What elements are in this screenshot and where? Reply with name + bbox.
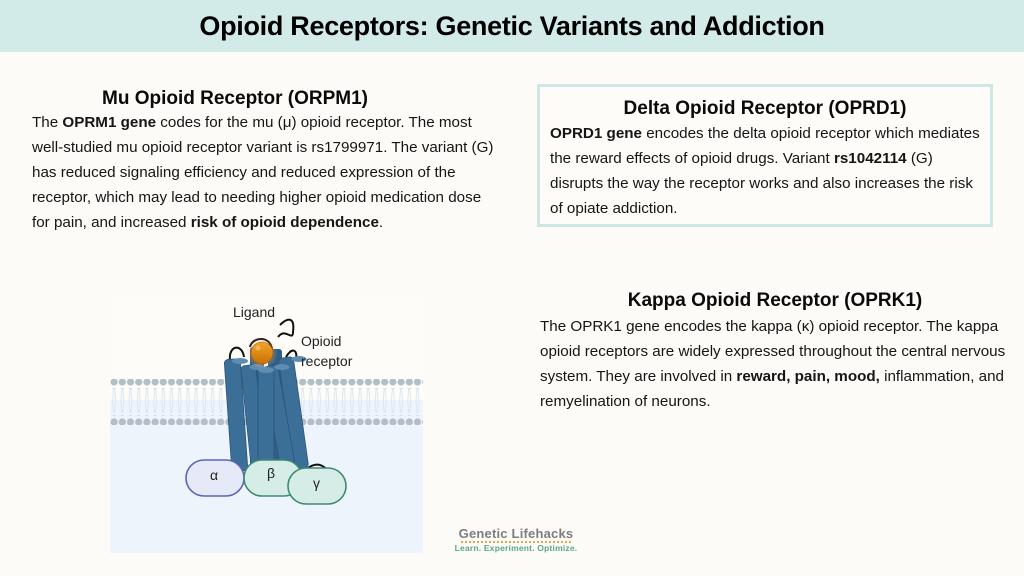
alpha-subunit-label: α — [210, 467, 219, 483]
text-segment: The — [32, 114, 63, 131]
delta-section-title: Delta Opioid Receptor (OPRD1) — [623, 98, 907, 119]
emphasized-text: risk of opioid dependence — [190, 214, 379, 231]
text-segment: The OPRK1 gene encodes the kappa (κ) opi… — [540, 318, 1006, 385]
genetic-lifehacks-logo: Genetic Lifehacks Learn. Experiment. Opt… — [446, 526, 586, 553]
title-banner: Opioid Receptors: Genetic Variants and A… — [0, 0, 1024, 52]
emphasized-text: rs1042114 — [833, 150, 907, 167]
logo-name: Genetic Lifehacks — [458, 526, 574, 541]
receptor-diagram-icon — [110, 318, 423, 553]
emphasized-text: reward, pain, mood, — [736, 368, 880, 385]
text-segment: . — [378, 214, 384, 231]
delta-description: OPRD1 gene encodes the delta opioid rece… — [550, 121, 980, 221]
text-segment: (G) disrupts the way the receptor works … — [550, 150, 973, 217]
logo-tagline: Learn. Experiment. Optimize. — [454, 543, 578, 553]
text-segment: inflammation, and remyelination of neuro… — [540, 368, 1004, 410]
ligand-label: Ligand — [233, 304, 276, 320]
emphasized-text: OPRM1 gene — [62, 114, 157, 131]
delta-receptor-card: Delta Opioid Receptor (OPRD1) OPRD1 gene… — [537, 84, 993, 227]
mu-description: The OPRM1 gene codes for the mu (μ) opio… — [32, 110, 502, 235]
opioid-receptor-illustration: Ligand Opioid receptor α β γ — [110, 297, 423, 553]
emphasized-text: OPRD1 gene — [550, 125, 642, 142]
kappa-receptor-section: Kappa Opioid Receptor (OPRK1) The OPRK1 … — [540, 290, 1010, 414]
mu-section-title: Mu Opioid Receptor (ORPM1) — [102, 88, 368, 109]
gamma-subunit-label: γ — [313, 475, 320, 491]
mu-receptor-section: Mu Opioid Receptor (ORPM1) The OPRM1 gen… — [32, 88, 502, 235]
text-segment: codes for the mu (μ) opioid receptor. Th… — [32, 114, 494, 231]
kappa-section-title: Kappa Opioid Receptor (OPRK1) — [627, 290, 923, 311]
opioid-label: Opioid — [301, 333, 342, 349]
logo-dots-divider — [461, 541, 571, 543]
beta-subunit-label: β — [267, 465, 276, 481]
text-segment: encodes the delta opioid receptor which … — [550, 125, 980, 167]
receptor-label: receptor — [301, 353, 353, 369]
page-title: Opioid Receptors: Genetic Variants and A… — [199, 10, 825, 41]
kappa-description: The OPRK1 gene encodes the kappa (κ) opi… — [540, 314, 1010, 414]
